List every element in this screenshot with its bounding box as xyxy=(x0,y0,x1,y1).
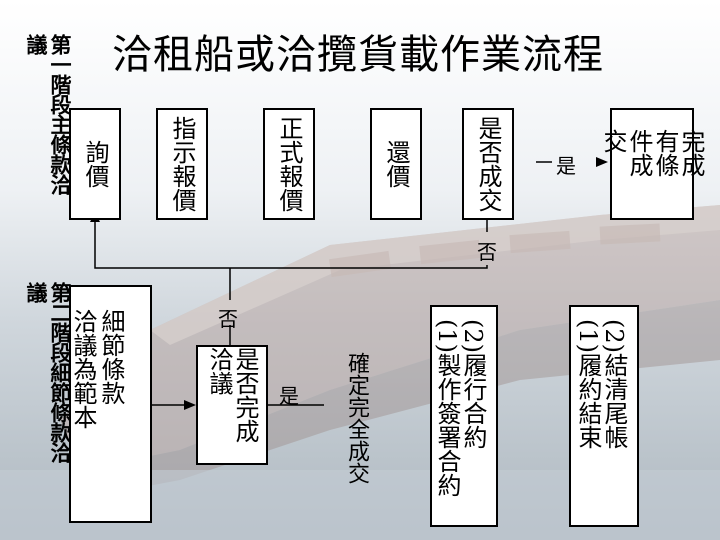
arrowhead-complete xyxy=(596,157,608,167)
stage-2-label: 第二階段細節條款洽議 xyxy=(24,282,73,462)
box-counter-offer: 還價 xyxy=(370,108,422,220)
box-conditional-deal-text: 完成有條件成交 xyxy=(599,129,705,177)
box-indicative-offer-text: 指示報價 xyxy=(168,116,196,212)
final-deal-text: 確定完全成交 xyxy=(344,352,369,484)
settlement-col2-text: (1)履約結束 xyxy=(574,319,602,449)
no-label-stage2: 否 xyxy=(218,307,238,331)
connector-no-loop xyxy=(94,218,488,269)
yes-label-stage1: 是 xyxy=(556,154,576,178)
arrowhead-to-decision xyxy=(184,400,196,410)
box-indicative-offer: 指示報價 xyxy=(156,108,208,220)
box-counter-offer-text: 還價 xyxy=(382,140,410,188)
box-details-negotiation: 細節條款 洽議為範本 xyxy=(69,285,152,523)
box-deal-decision-text: 是否成交 xyxy=(474,116,502,212)
box-conditional-deal: 完成有條件成交 xyxy=(599,108,705,220)
box-contract: (2)履行合約 (1)製作簽署合約 xyxy=(430,305,498,527)
box-negotiation-complete-decision-text: 是否完成洽議 xyxy=(205,347,259,443)
box-firm-offer: 正式報價 xyxy=(263,108,315,220)
box-deal-decision: 是否成交 xyxy=(462,108,514,220)
box-firm-offer-text: 正式報價 xyxy=(275,116,303,212)
box-inquiry: 詢價 xyxy=(69,108,121,220)
details-col2-text: 洽議為範本 xyxy=(69,309,97,429)
details-col1-text: 細節條款 xyxy=(97,309,125,405)
stage-1-label: 第一階段主條款洽議 xyxy=(24,34,73,194)
settlement-col1-text: (2)結清尾帳 xyxy=(600,319,628,449)
box-inquiry-text: 詢價 xyxy=(81,140,109,188)
no-label-stage1: 否 xyxy=(477,240,497,264)
contract-col2-text: (1)製作簽署合約 xyxy=(433,319,461,497)
box-negotiation-complete-decision: 是否完成洽議 xyxy=(196,345,268,465)
contract-col1-text: (2)履行合約 xyxy=(459,319,487,449)
page-title: 洽租船或洽攬貨載作業流程 xyxy=(112,32,604,78)
box-settlement: (2)結清尾帳 (1)履約結束 xyxy=(569,305,639,527)
yes-label-stage2: 是 xyxy=(279,384,299,408)
